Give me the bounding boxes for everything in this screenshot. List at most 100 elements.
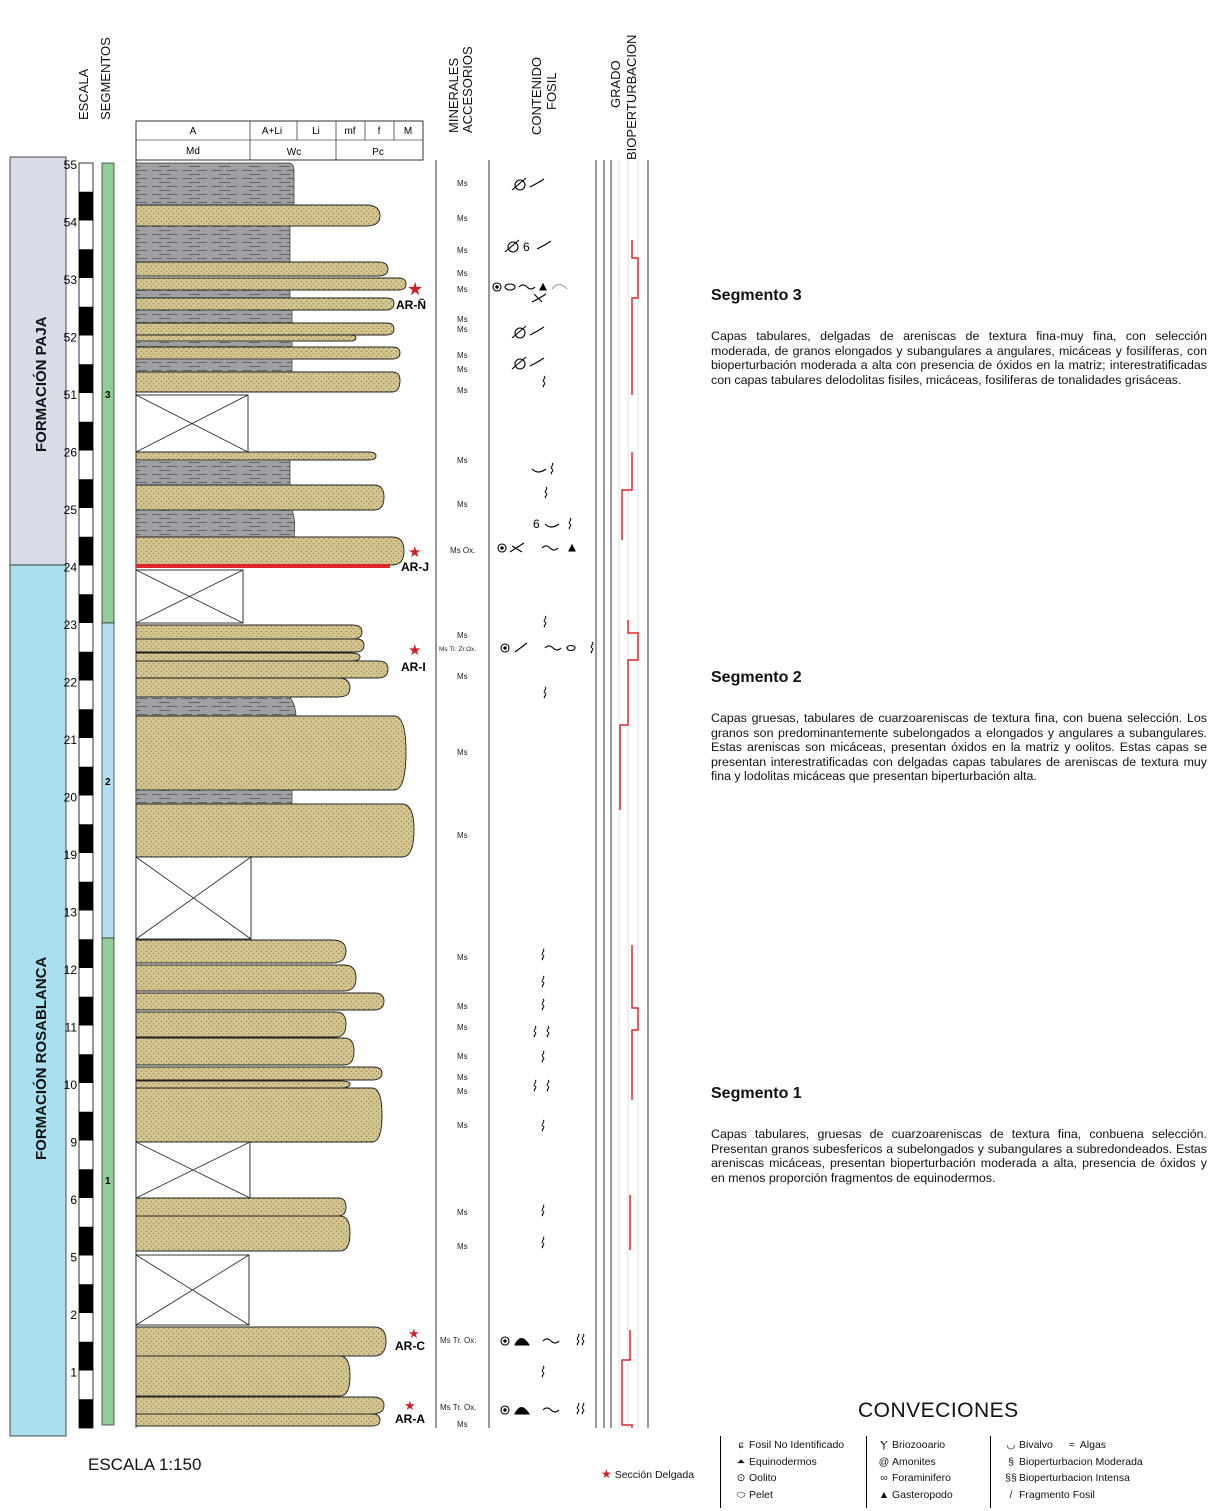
mineral-ms: Ms [457, 1052, 468, 1061]
scale-label: ESCALA 1:150 [88, 1455, 202, 1474]
sample-star: ★ [407, 279, 423, 299]
legend-item: Equinodermos [749, 1455, 817, 1468]
segment-1-id: 1 [105, 1176, 111, 1187]
legend-item: Bioperturbacion Moderada [1019, 1455, 1143, 1468]
ruler-block [79, 1169, 93, 1198]
lithology-beds [135, 162, 415, 1427]
svg-text:6: 6 [523, 240, 530, 254]
mineral-ms: Ms [457, 1208, 468, 1217]
bioturbation-icon [541, 948, 545, 961]
foraminifera-icon: ∞ [880, 1472, 888, 1484]
ruler-block [79, 939, 93, 968]
mineral-ms: Ms [457, 1121, 468, 1130]
ruler-block [79, 1111, 93, 1141]
bioturbation-icon [581, 1402, 585, 1415]
scale-tick-label: 20 [64, 791, 78, 805]
ammonite-bivalve-icon [511, 356, 545, 370]
mineral-ms: Ms [457, 285, 468, 294]
oolite-icon: ⊙ [736, 1472, 746, 1484]
ammonite-bivalve-icon [511, 177, 545, 191]
ruler-block [79, 996, 93, 1026]
thin-section-legend: ★ Sección Delgada [601, 1467, 694, 1481]
legend-item: Bioperturbacion Intensa [1019, 1472, 1130, 1484]
formation-paja-label: FORMACIÓN PAJA [32, 316, 50, 452]
mineral-ms: Ms [457, 214, 468, 223]
header-bioperturbacion: BIOPERTURBACION [624, 35, 639, 160]
ruler-block [79, 1341, 93, 1371]
mineral-ms: Ms [457, 351, 468, 360]
scale-tick-label: 11 [65, 1021, 78, 1035]
legend-divider [720, 1436, 721, 1508]
grain-wc: Wc [287, 147, 301, 158]
fossil-row-icon [497, 542, 576, 553]
grain-a: A [190, 126, 197, 137]
grain-size-header: A A+Li Li mf f M Md Wc Pc [135, 120, 424, 161]
ruler-block [79, 824, 93, 853]
legend-item: Algas [1079, 1439, 1107, 1451]
scale-tick-label: 53 [64, 273, 78, 287]
mineral-ms-ox: Ms Ox. [450, 546, 475, 555]
scale-tick-label: 1 [70, 1366, 77, 1380]
sample-label-ar-a: AR-A [395, 1412, 425, 1426]
grain-m: M [404, 126, 412, 137]
ammonite-bivalve-icon: 6 [504, 239, 552, 254]
bioturbation-icon [541, 975, 545, 988]
legend-item: Amonites [892, 1455, 936, 1468]
bivalve-icon [531, 468, 547, 473]
mineral-ms-tr-zr-ox: Ms Tr. Zr.Ox. [439, 646, 476, 653]
scale-tick-label: 52 [64, 331, 78, 345]
bioturbation-icon [576, 1402, 580, 1415]
segment-1-description: Capas tabulares, gruesas de cuarzoarenis… [711, 1127, 1207, 1185]
ruler-block [79, 421, 93, 451]
scale-tick-label: 55 [64, 158, 78, 172]
bioturbation-icon [541, 1236, 545, 1249]
mineral-ms: Ms [457, 365, 468, 374]
mineral-ms: Ms [457, 1242, 468, 1251]
mineral-ms: Ms [457, 1023, 468, 1032]
scale-tick-label: 10 [64, 1078, 78, 1092]
segment-1-bar [101, 937, 115, 1426]
segment-1-title: Segmento 1 [711, 1085, 802, 1102]
fossil-row-icon: 6 [533, 517, 560, 531]
legend-item: Gasteropodo [892, 1488, 953, 1501]
ruler-block [79, 1399, 93, 1428]
sample-star: ★ [404, 1398, 416, 1413]
legend-column-3: ◡Bivalvo ≈Algas §Bioperturbacion Moderad… [1003, 1437, 1143, 1503]
legend-item: Oolito [749, 1472, 777, 1484]
sample-markers: ★ AR-Ñ ★ AR-J ★ AR-I ★ AR-C ★ AR-A [395, 279, 429, 1426]
mineral-ms: Ms [457, 1002, 468, 1011]
formation-rosablanca-bar [9, 564, 67, 1437]
scale-tick-label: 24 [64, 561, 78, 575]
sample-label-ar-i: AR-I [401, 660, 426, 674]
mineral-ms: Ms [457, 315, 468, 324]
scale-tick-label: 12 [64, 963, 78, 977]
moderate-bioturbation-icon: § [1008, 1455, 1014, 1468]
header-grado: GRADO [608, 60, 623, 108]
mineral-ms: Ms [457, 386, 468, 395]
legend-divider [990, 1436, 991, 1508]
scale-tick-label: 13 [64, 906, 78, 920]
header-minerales: MINERALES [446, 58, 461, 133]
legend-item: Briozooario [892, 1439, 946, 1451]
grain-mf: mf [344, 126, 355, 137]
scale-tick-label: 2 [70, 1308, 77, 1322]
sample-star: ★ [408, 642, 421, 659]
mineral-ms: Ms [457, 1420, 468, 1429]
ruler-block [79, 594, 93, 623]
fossil-row-icon [500, 1405, 560, 1415]
ruler-block [79, 479, 93, 508]
header-segmentos: SEGMENTOS [98, 37, 113, 120]
sample-label-ar-c: AR-C [395, 1339, 425, 1353]
intense-bioturbation-icon: §§ [1005, 1472, 1017, 1484]
legend-item: Fosil No Identificado [749, 1439, 845, 1451]
bioturbation-icon [541, 998, 545, 1011]
sample-star: ★ [408, 544, 421, 561]
bryozoan-icon: Ⲩ [880, 1439, 888, 1451]
accessory-minerals: Ms Ms Ms Ms Ms Ms Ms Ms Ms Ms Ms Ms Ms O… [439, 179, 476, 1429]
segment-3-id: 3 [105, 390, 111, 401]
bioturbation-icon [576, 1333, 580, 1346]
bivalve-icon: ◡ [1006, 1439, 1016, 1451]
